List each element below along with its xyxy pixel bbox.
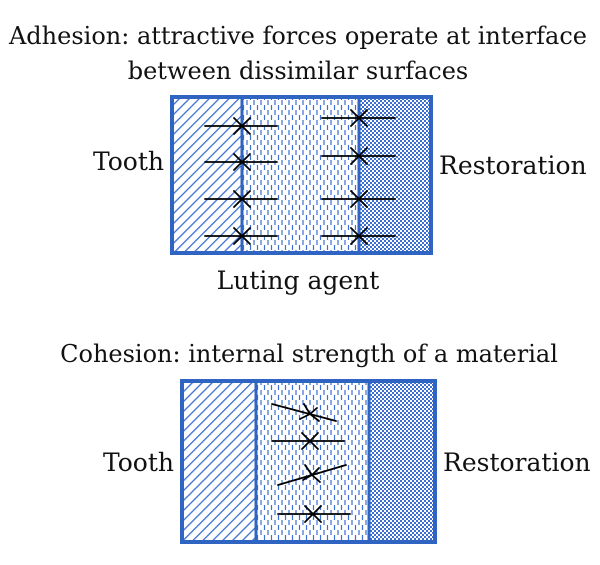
opposing-arrowheads-icon	[321, 147, 396, 165]
cohesion-restoration-layer	[369, 381, 435, 542]
opposing-arrowheads-icon	[271, 432, 345, 450]
adhesion-luting-layer	[242, 97, 359, 253]
adhesion-frame	[170, 95, 433, 255]
cohesion-tooth-label: Tooth	[103, 448, 174, 477]
opposing-arrowheads-icon	[321, 109, 396, 127]
adhesion-restoration-layer	[359, 97, 431, 253]
adhesion-tooth-layer	[172, 97, 242, 253]
opposing-arrowheads-icon	[271, 403, 337, 422]
cohesion-section: Cohesion: internal strength of a materia…	[60, 340, 591, 544]
cohesion-force-arrows	[271, 403, 351, 523]
adhesion-title-line1: Adhesion: attractive forces operate at i…	[8, 22, 587, 50]
adhesion-force-arrows	[204, 109, 396, 245]
cohesion-tooth-layer	[182, 381, 256, 542]
adhesion-tooth-label: Tooth	[93, 147, 164, 176]
opposing-arrowheads-icon	[321, 190, 396, 208]
cohesion-title: Cohesion: internal strength of a materia…	[60, 340, 558, 368]
cohesion-frame	[180, 379, 437, 544]
opposing-arrowheads-icon	[277, 464, 347, 486]
cohesion-restoration-label: Restoration	[443, 448, 591, 477]
opposing-arrowheads-icon	[204, 153, 278, 171]
adhesion-title-line2: between dissimilar surfaces	[128, 57, 469, 85]
adhesion-restoration-label: Restoration	[439, 151, 587, 180]
luting-agent-label: Luting agent	[217, 266, 380, 295]
opposing-arrowheads-icon	[277, 505, 351, 523]
opposing-arrowheads-icon	[204, 117, 278, 135]
adhesion-section: Adhesion: attractive forces operate at i…	[8, 22, 587, 295]
opposing-arrowheads-icon	[321, 227, 396, 245]
opposing-arrowheads-icon	[204, 227, 278, 245]
opposing-arrowheads-icon	[204, 190, 278, 208]
